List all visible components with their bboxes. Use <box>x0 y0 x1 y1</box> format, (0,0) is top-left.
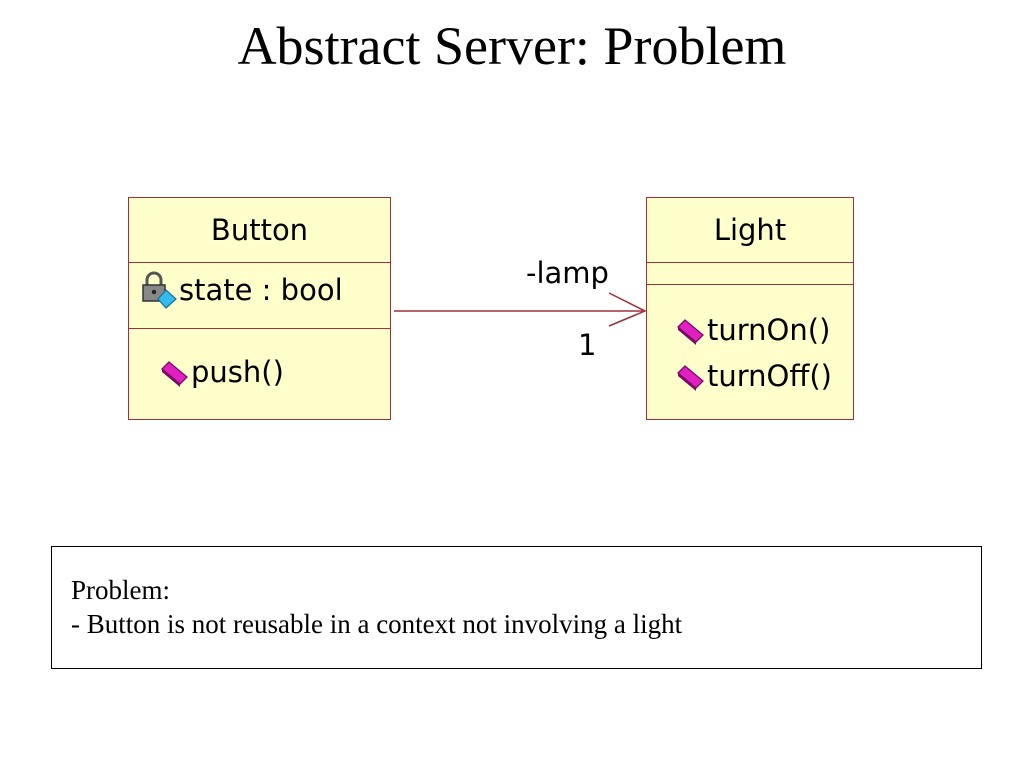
note-heading: Problem: <box>71 575 170 605</box>
class-name: Light <box>647 198 853 263</box>
class-light[interactable]: Light turnOn() turnOff() <box>646 197 854 420</box>
operation-text: push() <box>191 355 284 389</box>
note-text: - Button is not reusable in a context no… <box>71 609 683 639</box>
private-attribute-icon <box>139 271 177 309</box>
public-operation-icon <box>159 357 189 387</box>
operation[interactable]: turnOn() <box>675 313 830 347</box>
class-button[interactable]: Button state : bool push() <box>128 197 391 420</box>
operation[interactable]: turnOff() <box>675 359 832 393</box>
problem-note: Problem: - Button is not reusable in a c… <box>51 546 982 669</box>
attribute-text: state : bool <box>179 273 343 307</box>
operation-text: turnOn() <box>707 313 831 347</box>
attribute[interactable]: state : bool <box>139 271 343 309</box>
attribute-compartment <box>647 263 853 285</box>
attribute-compartment: state : bool <box>129 263 390 329</box>
public-operation-icon <box>675 361 705 391</box>
operation[interactable]: push() <box>159 355 284 389</box>
association-multiplicity-label: 1 <box>578 328 597 362</box>
public-operation-icon <box>675 315 705 345</box>
operation-text: turnOff() <box>707 359 832 393</box>
slide-title: Abstract Server: Problem <box>237 16 787 76</box>
association-role-label: -lamp <box>526 256 609 290</box>
operation-compartment: turnOn() turnOff() <box>647 285 853 419</box>
operation-compartment: push() <box>129 329 390 419</box>
class-name: Button <box>129 198 390 263</box>
